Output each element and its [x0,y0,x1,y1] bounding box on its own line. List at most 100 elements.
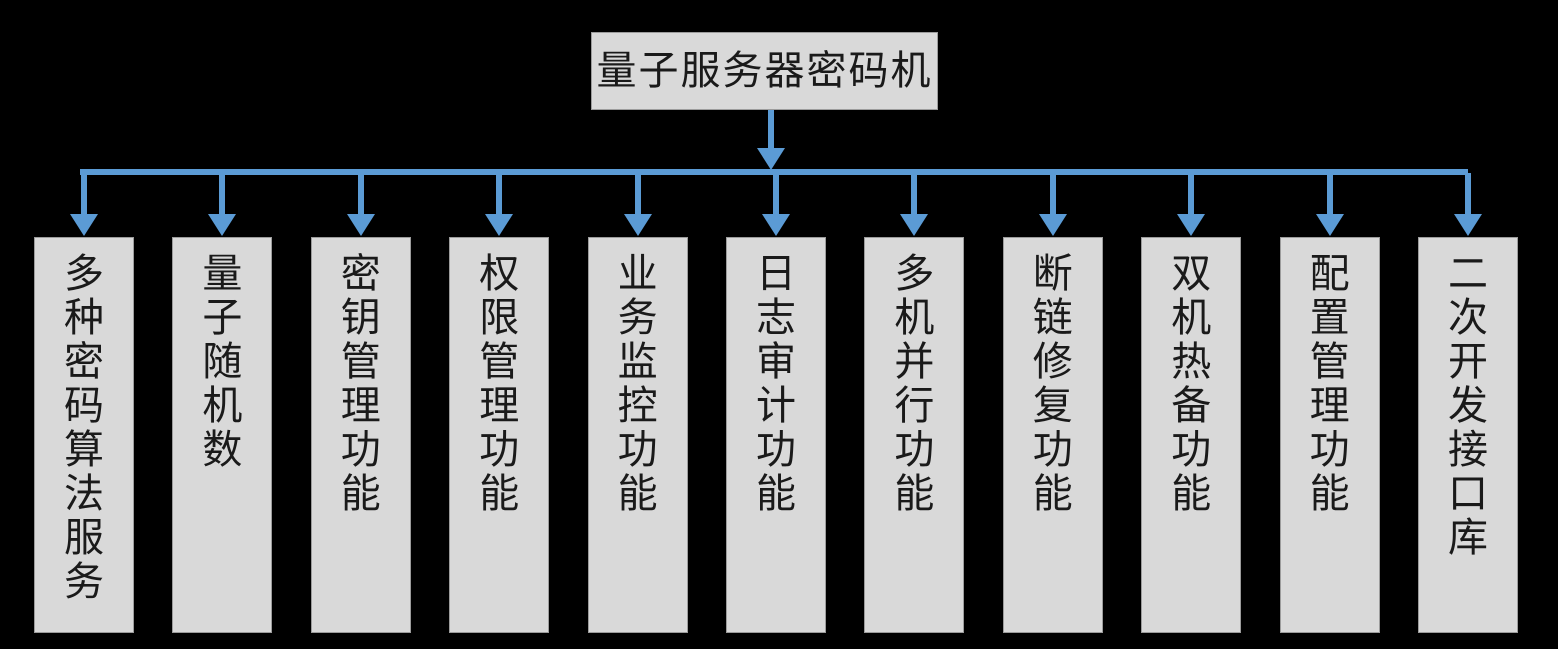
label-character: 功 [1032,427,1073,472]
leaf-connector-arrowhead [1454,214,1482,236]
leaf-connector-arrowhead [1038,214,1067,236]
leaf-connector-stem [1188,173,1195,217]
label-character: 服 [64,515,104,560]
label-character: 务 [617,295,658,340]
bus-connector-line [80,169,1468,175]
label-character: 口 [1448,471,1488,516]
leaf-connector-stem [357,173,364,217]
label-character: 修 [1032,339,1073,384]
leaf-connector-stem [1326,173,1333,217]
leaf-connector-arrowhead [346,214,375,236]
leaf-connector-arrowhead [70,214,98,236]
leaf-node[interactable]: 日志审计功能 [726,237,826,633]
label-character: 机 [1171,295,1212,340]
leaf-node[interactable]: 多种密码算法服务 [34,237,134,633]
leaf-connector-arrowhead [1177,214,1206,236]
label-character: 能 [1309,471,1350,516]
label-character: 控 [617,383,658,428]
label-character: 功 [617,427,658,472]
leaf-connector-stem [81,173,87,217]
label-character: 功 [479,427,520,472]
leaf-node-label: 断链修复功能 [1004,252,1102,516]
label-character: 接 [1448,427,1488,472]
label-character: 审 [756,339,796,384]
leaf-connector-arrowhead [762,214,790,236]
label-character: 随 [202,339,243,384]
label-character: 权 [479,251,520,296]
label-character: 行 [894,383,935,428]
label-character: 管 [479,339,520,384]
label-character: 功 [894,427,935,472]
leaf-node[interactable]: 二次开发接口库 [1418,237,1518,633]
label-character: 务 [64,559,104,604]
label-character: 能 [1032,471,1073,516]
leaf-node[interactable]: 配置管理功能 [1279,237,1380,633]
label-character: 码 [64,383,104,428]
leaf-connector-stem [219,173,226,217]
label-character: 断 [1032,251,1073,296]
leaf-node-label: 量子随机数 [173,252,271,472]
label-character: 业 [617,251,658,296]
label-character: 功 [340,427,381,472]
label-character: 能 [756,471,796,516]
leaf-connector-stem [1465,173,1471,217]
label-character: 种 [64,295,104,340]
label-character: 次 [1448,295,1488,340]
leaf-node[interactable]: 量子随机数 [172,237,273,633]
label-character: 能 [1171,471,1212,516]
leaf-node-label: 业务监控功能 [589,252,687,516]
label-character: 复 [1032,383,1073,428]
leaf-node-label: 多机并行功能 [865,252,963,516]
leaf-node[interactable]: 多机并行功能 [864,237,965,633]
leaf-node-label: 日志审计功能 [727,252,825,516]
label-character: 密 [64,339,104,384]
label-character: 子 [202,295,243,340]
label-character: 能 [479,471,520,516]
label-character: 功 [1171,427,1212,472]
label-character: 并 [894,339,935,384]
label-character: 管 [1309,339,1350,384]
label-character: 理 [1309,383,1350,428]
label-character: 密 [340,251,381,296]
leaf-connector-stem [1049,173,1056,217]
label-character: 机 [202,383,243,428]
label-character: 置 [1309,295,1350,340]
root-node[interactable]: 量子服务器密码机 [591,32,938,110]
label-character: 多 [894,251,935,296]
label-character: 数 [202,427,243,472]
leaf-node[interactable]: 断链修复功能 [1002,237,1103,633]
leaf-node[interactable]: 双机热备功能 [1141,237,1242,633]
label-character: 钥 [340,295,381,340]
label-character: 能 [617,471,658,516]
leaf-node-label: 双机热备功能 [1142,252,1240,516]
label-character: 功 [1309,427,1350,472]
root-node-label: 量子服务器密码机 [596,48,933,93]
label-character: 法 [64,471,104,516]
leaf-node[interactable]: 业务监控功能 [587,237,688,633]
leaf-node[interactable]: 权限管理功能 [449,237,550,633]
label-character: 能 [340,471,381,516]
root-connector-stem [768,110,774,150]
label-character: 发 [1448,383,1488,428]
label-character: 功 [756,427,796,472]
leaf-connector-stem [911,173,918,217]
label-character: 理 [340,383,381,428]
label-character: 算 [64,427,104,472]
leaf-node-label: 配置管理功能 [1281,252,1379,516]
label-character: 能 [894,471,935,516]
leaf-node-label: 权限管理功能 [450,252,548,516]
leaf-connector-stem [773,173,779,217]
label-character: 计 [756,383,796,428]
label-character: 开 [1448,339,1488,384]
leaf-node[interactable]: 密钥管理功能 [310,237,411,633]
label-character: 志 [756,295,796,340]
label-character: 量 [202,251,243,296]
leaf-connector-stem [634,173,641,217]
label-character: 限 [479,295,520,340]
label-character: 管 [340,339,381,384]
label-character: 配 [1309,251,1350,296]
label-character: 库 [1448,515,1488,560]
label-character: 监 [617,339,658,384]
label-character: 日 [756,251,796,296]
